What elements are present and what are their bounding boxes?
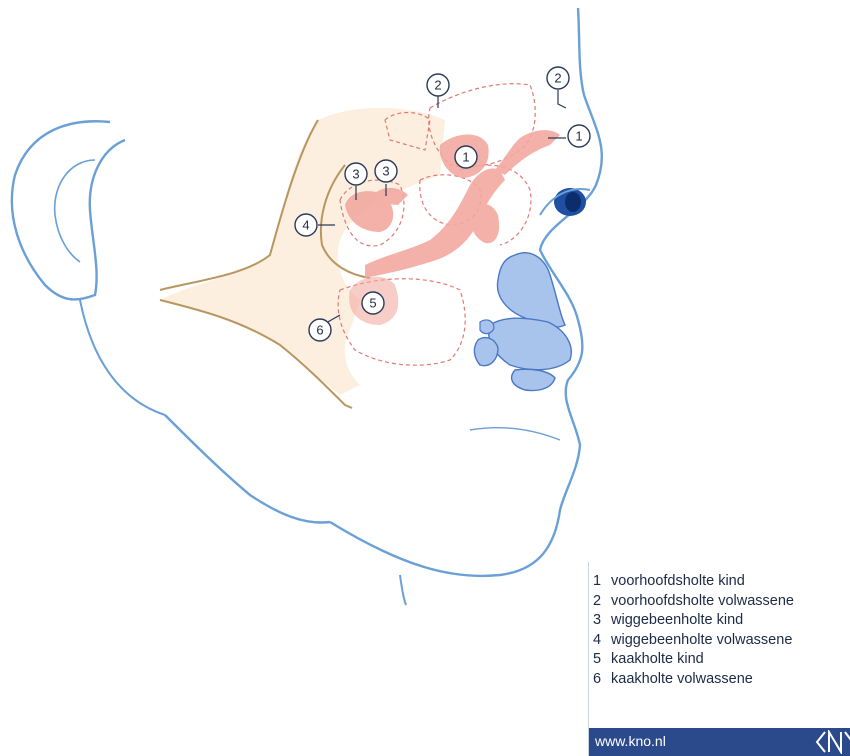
marker-4: 4: [295, 214, 317, 236]
legend-item-number: 5: [593, 650, 611, 670]
kno-logo-icon: [811, 730, 850, 754]
legend-item-number: 6: [593, 670, 611, 690]
legend-panel: 1voorhoofdsholte kind 2voorhoofdsholte v…: [588, 562, 850, 756]
marker-3b: 3: [375, 160, 397, 182]
footer-bar: www.kno.nl: [589, 728, 850, 756]
neck-line: [400, 575, 406, 605]
nasal-upper-lobe: [497, 253, 565, 327]
legend-item-number: 1: [593, 572, 611, 592]
svg-text:2: 2: [554, 71, 561, 86]
legend-item: 5kaakholte kind: [593, 650, 850, 670]
frontal-sinus-child-nose: [495, 130, 560, 175]
neck-back: [80, 300, 165, 415]
legend-item-label: voorhoofdsholte volwassene: [611, 593, 794, 609]
eye-pupil: [565, 192, 581, 212]
legend-item-label: wiggebeenholte volwassene: [611, 632, 792, 648]
svg-text:5: 5: [369, 296, 376, 311]
legend-list: 1voorhoofdsholte kind 2voorhoofdsholte v…: [589, 562, 850, 690]
nasal-lower-lobe: [474, 338, 498, 366]
legend-item-label: wiggebeenholte kind: [611, 612, 743, 628]
legend-item-number: 3: [593, 611, 611, 631]
svg-text:1: 1: [575, 129, 582, 144]
marker-1b: 1: [455, 146, 477, 168]
nasal-bottom-lobe: [512, 369, 555, 390]
nasal-cavity: [474, 253, 571, 391]
legend-item-label: voorhoofdsholte kind: [611, 573, 745, 589]
nasal-sinus-child: [470, 204, 500, 244]
svg-text:2: 2: [434, 78, 441, 93]
legend-item-number: 2: [593, 592, 611, 612]
legend-item-label: kaakholte kind: [611, 651, 704, 667]
legend-item: 6kaakholte volwassene: [593, 670, 850, 690]
legend-item-label: kaakholte volwassene: [611, 671, 753, 687]
ear-outline: [12, 121, 125, 299]
svg-text:1: 1: [462, 150, 469, 165]
svg-text:6: 6: [316, 323, 323, 338]
legend-item-number: 4: [593, 631, 611, 651]
jaw-line: [165, 415, 330, 523]
marker-1a: 1: [568, 125, 590, 147]
marker-2b: 2: [547, 67, 569, 89]
marker-5: 5: [362, 292, 384, 314]
website-link[interactable]: www.kno.nl: [595, 733, 666, 749]
svg-text:3: 3: [352, 167, 359, 182]
lip-line: [470, 428, 560, 440]
marker-6: 6: [309, 319, 331, 341]
marker-3a: 3: [345, 163, 367, 185]
legend-item: 3wiggebeenholte kind: [593, 611, 850, 631]
svg-text:3: 3: [382, 164, 389, 179]
legend-item: 2voorhoofdsholte volwassene: [593, 592, 850, 612]
svg-text:4: 4: [302, 218, 309, 233]
nasal-lobe-small: [480, 320, 494, 334]
legend-item: 4wiggebeenholte volwassene: [593, 631, 850, 651]
legend-item: 1voorhoofdsholte kind: [593, 572, 850, 592]
marker-2a: 2: [427, 74, 449, 96]
